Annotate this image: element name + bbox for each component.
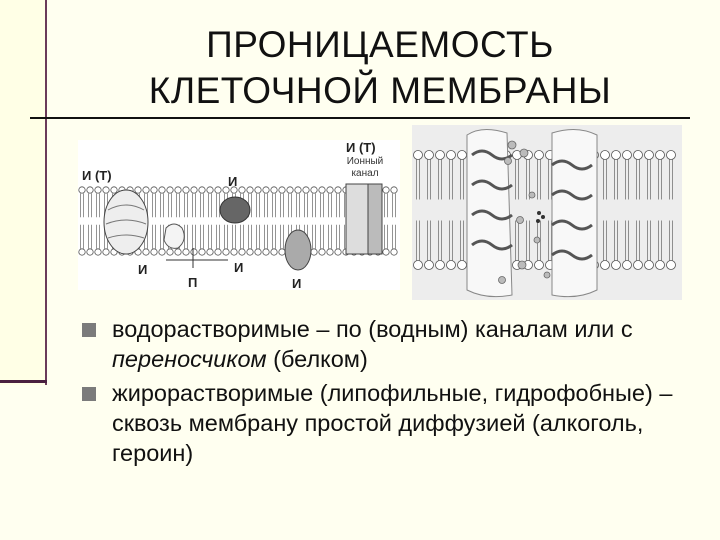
slide-title: ПРОНИЦАЕМОСТЬ КЛЕТОЧНОЙ МЕМБРАНЫ — [100, 22, 660, 114]
speckled-protein — [284, 229, 312, 271]
bullet-water-soluble: водорастворимые – по (водным) каналам ил… — [82, 314, 692, 374]
square-bullet-icon — [82, 387, 96, 401]
bullet-2-text: жирорастворимые (липофильные, гидрофобны… — [112, 380, 673, 466]
label-i-center: И — [234, 260, 244, 275]
dark-protein — [219, 196, 251, 224]
left-accent-bar — [0, 0, 47, 385]
bullet-1-text: водорастворимые – по (водным) каналам ил… — [112, 316, 633, 342]
bullet-fat-soluble: жирорастворимые (липофильные, гидрофобны… — [82, 378, 692, 468]
membrane-drawing — [78, 140, 400, 290]
square-bullet-icon — [82, 323, 96, 337]
title-line-2: КЛЕТОЧНОЙ МЕМБРАНЫ — [148, 70, 612, 111]
label-i-bottom: И — [292, 276, 302, 291]
ion-channel — [345, 183, 369, 255]
ion-channel-word-2: канал — [351, 168, 379, 179]
bullet-1-italic: переносчиком — [112, 346, 267, 372]
label-it-right: И (Т) — [346, 140, 376, 155]
label-i-top: И — [228, 174, 238, 189]
carrier-protein — [103, 189, 149, 255]
title-divider — [30, 117, 690, 119]
membrane-diagram: И (Т) И И (Т) Ионный канал И И П И — [78, 140, 400, 291]
left-accent-bar-edge — [0, 380, 47, 383]
title-line-1: ПРОНИЦАЕМОСТЬ — [206, 24, 554, 65]
label-i-left: И — [138, 262, 148, 277]
pore-protein — [163, 223, 185, 249]
label-p: П — [188, 275, 198, 290]
ion-channel-word-1: Ионный — [346, 156, 384, 167]
bullet-1-text-end: (белком) — [266, 346, 368, 372]
label-ion-channel: Ионный канал — [340, 156, 390, 180]
ion-channel-drawing — [412, 125, 682, 300]
bullet-list: водорастворимые – по (водным) каналам ил… — [82, 314, 692, 472]
ion-channel-illustration — [412, 125, 682, 300]
label-it-left: И (Т) — [82, 168, 112, 183]
